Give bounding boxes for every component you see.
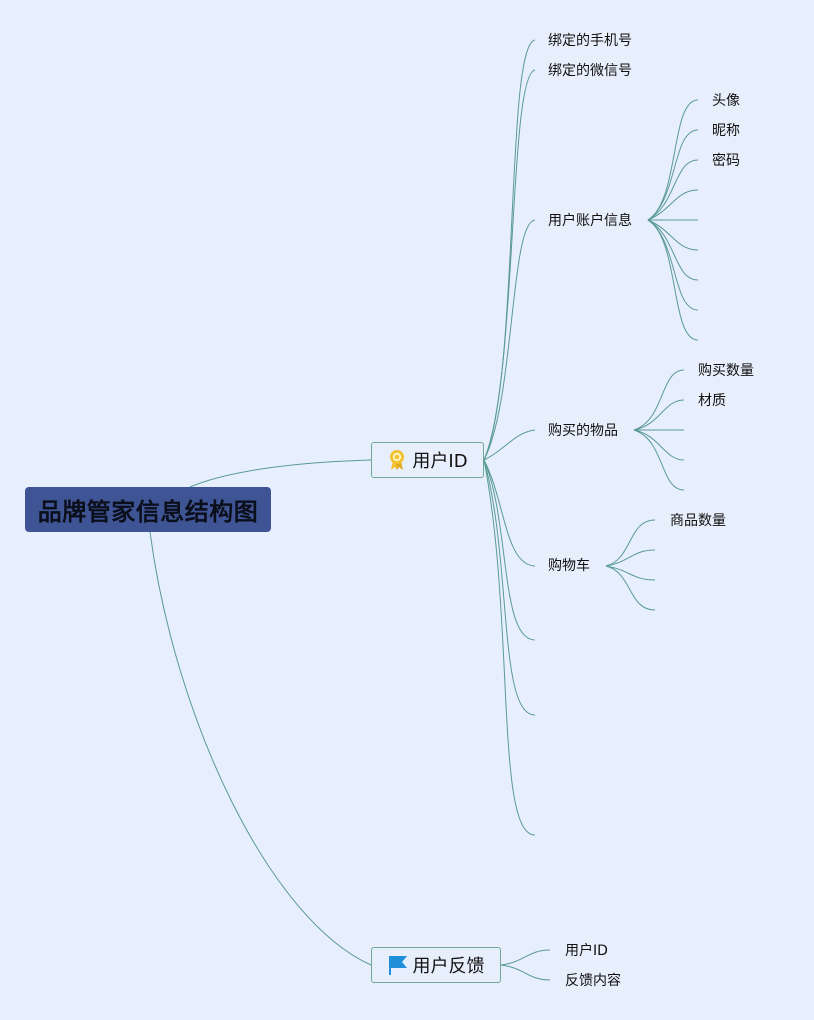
node-purchased-items[interactable]: 购买的物品 <box>548 423 618 439</box>
connector-acc-empty-1 <box>647 189 699 221</box>
branch-feedback-label: 用户反馈 <box>412 956 485 977</box>
node-purchase-qty[interactable]: 购买数量 <box>698 363 754 379</box>
connector-avatar <box>647 99 699 221</box>
connector-cart-empty-3 <box>605 565 656 611</box>
flag-icon <box>388 954 408 976</box>
node-feedback-content[interactable]: 反馈内容 <box>565 973 621 989</box>
connector-acc-empty-4 <box>647 219 699 281</box>
connector-password <box>647 159 699 221</box>
connector-empty-2 <box>483 459 536 716</box>
connector-material <box>633 399 685 431</box>
node-avatar[interactable]: 头像 <box>712 93 740 109</box>
node-cart[interactable]: 购物车 <box>548 558 590 574</box>
node-material[interactable]: 材质 <box>698 393 726 409</box>
root-label: 品牌管家信息结构图 <box>37 498 259 526</box>
connector-wechat <box>483 69 536 461</box>
node-password[interactable]: 密码 <box>712 153 740 169</box>
node-bound-phone[interactable]: 绑定的手机号 <box>548 33 632 49</box>
branch-feedback[interactable]: 用户反馈 <box>371 947 501 983</box>
connector-cart-empty-1 <box>605 549 656 567</box>
connector-account <box>483 219 536 461</box>
connector-empty-3 <box>483 459 536 836</box>
root-node[interactable]: 品牌管家信息结构图 <box>25 487 271 532</box>
connector-fb-userid <box>500 949 551 966</box>
connector-goods-qty <box>605 519 656 567</box>
node-feedback-user-id[interactable]: 用户ID <box>565 943 608 959</box>
connector-pur-empty-3 <box>633 429 685 491</box>
branch-user-id-label: 用户ID <box>412 451 468 472</box>
connector-root-feedback <box>149 531 372 966</box>
connector-fb-content <box>500 964 551 981</box>
award-ribbon-icon <box>387 449 407 471</box>
node-nickname[interactable]: 昵称 <box>712 123 740 139</box>
connector-phone <box>483 39 536 461</box>
node-goods-qty[interactable]: 商品数量 <box>670 513 726 529</box>
node-account-info[interactable]: 用户账户信息 <box>548 213 632 229</box>
connector-cart-empty-2 <box>605 565 656 581</box>
connector-qty <box>633 369 685 431</box>
node-bound-wechat[interactable]: 绑定的微信号 <box>548 63 632 79</box>
connector-acc-empty-6 <box>647 219 699 341</box>
connector-pur-empty-2 <box>633 429 685 461</box>
connector-cart <box>483 459 536 567</box>
connector-empty-1 <box>483 459 536 641</box>
connector-nickname <box>647 129 699 221</box>
connector-purchased <box>483 429 536 461</box>
connector-root-user-id <box>189 459 372 488</box>
branch-user-id[interactable]: 用户ID <box>371 442 484 478</box>
connector-acc-empty-5 <box>647 219 699 311</box>
connector-acc-empty-3 <box>647 219 699 251</box>
